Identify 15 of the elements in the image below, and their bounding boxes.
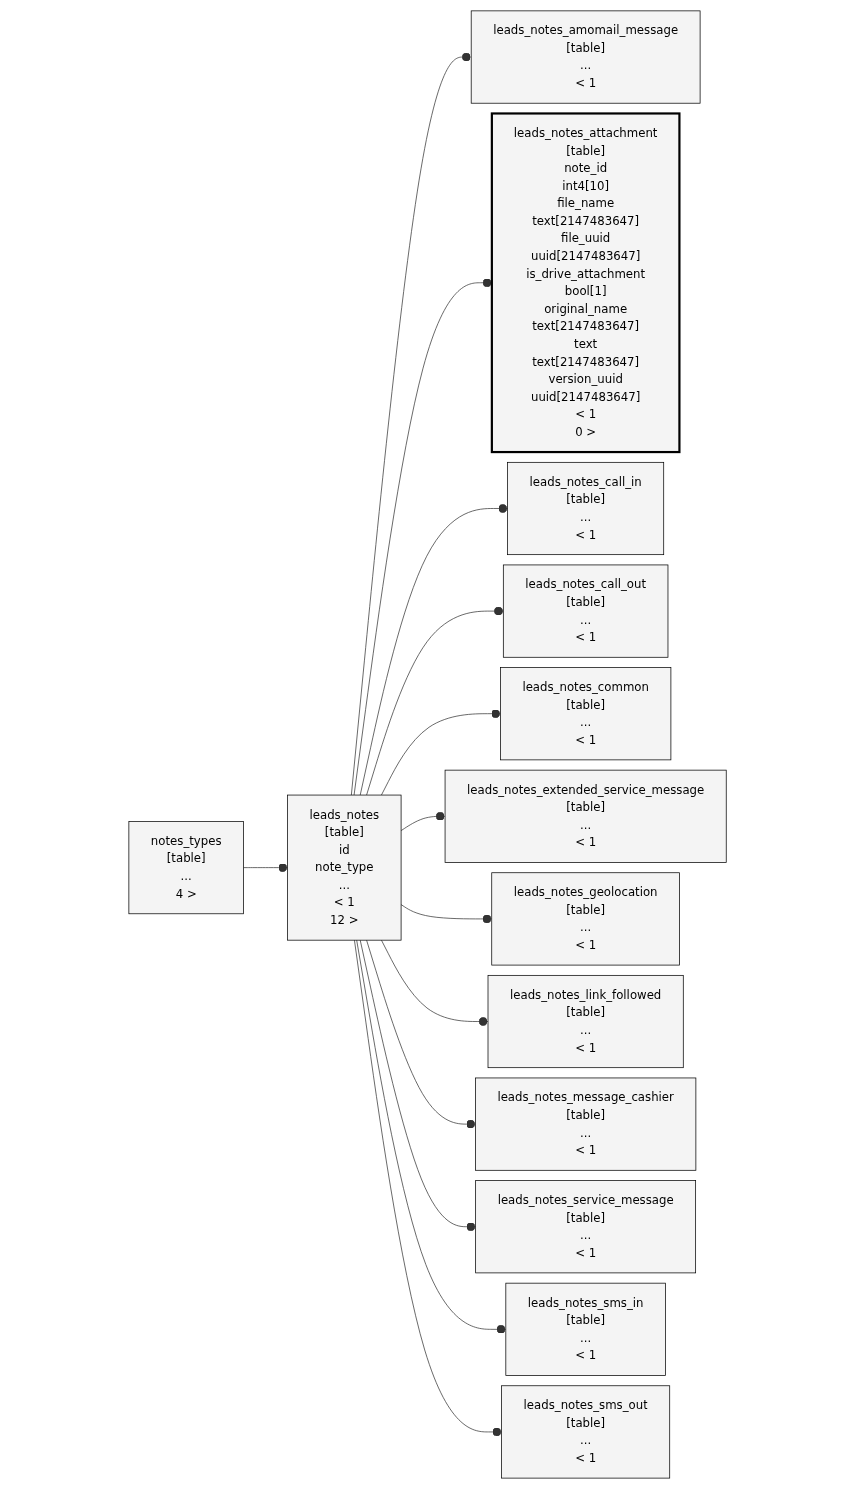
node-box bbox=[505, 1282, 666, 1376]
node-box bbox=[470, 10, 701, 104]
er-diagram: notes_types [table] ... 4 > leads_notes [table] id note_type ... < 1 12 > leads_notes_amomail_message [table] ... < 1 leads_notes_attachment [table] note_id int4[10] file_name text[2147483647] file_uuid uuid[2147483647] is_drive_attachment bool[1] original_name text[2147483647] text text[2147483647] version_uuid uuid[2147483647] < 1 0 > leads_notes_call_in [table] ... < 1 leads_notes_call_out [table] ... < 1 leads_notes_common [table] ... < 1 leads_notes_extended_service_message [table] ... < 1 leads_notes_geolocation [table] ... < 1 leads_notes_link_followed [table] ... < 1 leads_notes_message_cashier [table] ... < 1 leads_notes_service_message [table] ... < 1 leads_notes_sms_in [table] ... < 1 leads_notes_sms_out [table] ... < 1 bbox=[122, 5, 733, 1484]
node-box bbox=[490, 112, 681, 454]
node-box bbox=[501, 1385, 671, 1479]
node-box bbox=[502, 564, 669, 658]
node-box bbox=[491, 872, 680, 966]
node-box bbox=[475, 1180, 696, 1274]
node-box bbox=[487, 975, 684, 1069]
node-box bbox=[507, 461, 665, 556]
node-box bbox=[444, 769, 727, 863]
node-box bbox=[287, 794, 402, 941]
node-box bbox=[128, 821, 244, 915]
node-box bbox=[499, 667, 672, 761]
node-box bbox=[475, 1077, 697, 1171]
